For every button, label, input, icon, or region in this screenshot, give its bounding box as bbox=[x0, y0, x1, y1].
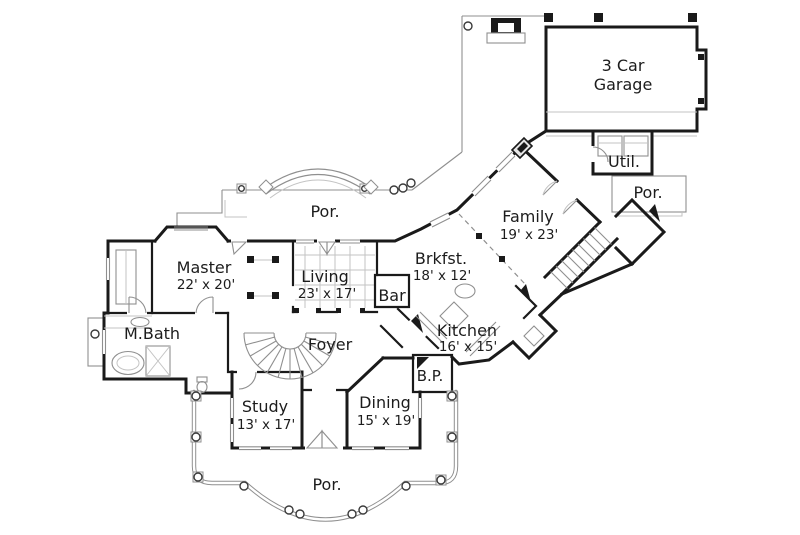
label-por-right: Por. bbox=[633, 183, 662, 202]
master-closet-fixture bbox=[115, 249, 137, 305]
porch-door-swing bbox=[649, 204, 660, 222]
windows bbox=[101, 151, 516, 451]
util-door-swing bbox=[592, 146, 609, 163]
bottom-porch-columns bbox=[190, 390, 458, 519]
family-door-leaves bbox=[542, 180, 578, 215]
stove-icon bbox=[523, 325, 545, 347]
room-labels: Por. 3 Car Garage Util. Por. Family 19' … bbox=[124, 56, 663, 494]
living-openings bbox=[294, 308, 365, 315]
label-por-top: Por. bbox=[310, 202, 339, 221]
label-living: Living bbox=[301, 267, 349, 286]
label-brkfst: Brkfst. bbox=[415, 249, 467, 268]
label-bp: B.P. bbox=[417, 367, 444, 385]
dims-living: 23' x 17' bbox=[298, 286, 356, 302]
table-icon bbox=[454, 283, 476, 299]
bath-door-swing bbox=[128, 296, 147, 314]
column bbox=[499, 256, 505, 262]
living-porch-door bbox=[326, 241, 337, 256]
dims-family: 19' x 23' bbox=[500, 227, 558, 243]
doors bbox=[127, 238, 429, 452]
dryer-icon bbox=[623, 135, 649, 157]
kitchen-island bbox=[439, 301, 469, 331]
vestibule-door-swing bbox=[520, 284, 531, 302]
kitchen-fixtures bbox=[415, 301, 545, 357]
mbath-fixtures bbox=[104, 315, 171, 377]
bar-walls bbox=[373, 273, 411, 309]
shower-icon bbox=[145, 345, 171, 377]
kitchen-stove-bay bbox=[510, 312, 559, 361]
label-mbath: M.Bath bbox=[124, 324, 180, 343]
patio-column bbox=[463, 21, 473, 31]
family-room-details bbox=[458, 136, 578, 285]
master-door-swing bbox=[195, 296, 214, 314]
label-bar: Bar bbox=[378, 286, 406, 305]
gallery-walls bbox=[379, 307, 440, 350]
dims-master: 22' x 20' bbox=[177, 277, 235, 293]
gallery-door-swing bbox=[411, 314, 423, 333]
garage-door-jamb bbox=[698, 54, 704, 60]
label-foyer: Foyer bbox=[308, 335, 353, 354]
label-util: Util. bbox=[608, 152, 640, 171]
dims-study: 13' x 17' bbox=[237, 417, 295, 433]
family-breakfast-divider bbox=[458, 213, 526, 285]
util-room bbox=[590, 129, 654, 176]
garage-walls bbox=[544, 13, 708, 137]
sink-icon bbox=[130, 316, 150, 328]
front-door-leaf bbox=[321, 429, 339, 449]
top-porch-outline bbox=[176, 15, 546, 228]
toilet-icon bbox=[196, 380, 208, 394]
master-porch-door bbox=[231, 241, 248, 256]
stoop-column bbox=[90, 329, 100, 339]
label-garage-2: Garage bbox=[594, 75, 653, 94]
washer-icon bbox=[597, 135, 623, 157]
foyer-curved-stair bbox=[243, 332, 337, 380]
label-study: Study bbox=[242, 397, 288, 416]
garage-pilaster bbox=[594, 13, 603, 22]
label-dining: Dining bbox=[359, 393, 411, 412]
powder-bath-fixtures bbox=[196, 376, 208, 394]
label-family: Family bbox=[502, 207, 553, 226]
label-master: Master bbox=[177, 258, 232, 277]
tub-icon bbox=[111, 350, 145, 376]
stair-vestibule bbox=[514, 284, 538, 320]
garage-door-jamb bbox=[698, 98, 704, 104]
label-garage-1: 3 Car bbox=[602, 56, 645, 75]
bp-door-swing bbox=[417, 357, 429, 369]
label-por-bottom: Por. bbox=[312, 475, 341, 494]
column bbox=[476, 233, 482, 239]
brkfst-table bbox=[454, 283, 476, 299]
study-door-swing bbox=[238, 371, 257, 390]
rear-diamond-porch bbox=[613, 197, 667, 267]
dims-brkfst: 18' x 12' bbox=[413, 268, 471, 284]
dims-kitchen: 16' x 15' bbox=[439, 339, 497, 355]
se-exterior-wall bbox=[449, 262, 634, 366]
garage-patio bbox=[463, 18, 526, 44]
garage-pilaster bbox=[544, 13, 553, 22]
label-kitchen: Kitchen bbox=[437, 321, 497, 340]
garage-pilaster bbox=[688, 13, 697, 22]
dims-dining: 15' x 19' bbox=[357, 413, 415, 429]
living-ceiling-grid bbox=[295, 246, 375, 308]
top-porch-columns bbox=[236, 178, 416, 195]
rear-stairs bbox=[542, 219, 620, 297]
family-ne-wall bbox=[518, 144, 603, 225]
cased-opening-columns bbox=[247, 256, 279, 299]
